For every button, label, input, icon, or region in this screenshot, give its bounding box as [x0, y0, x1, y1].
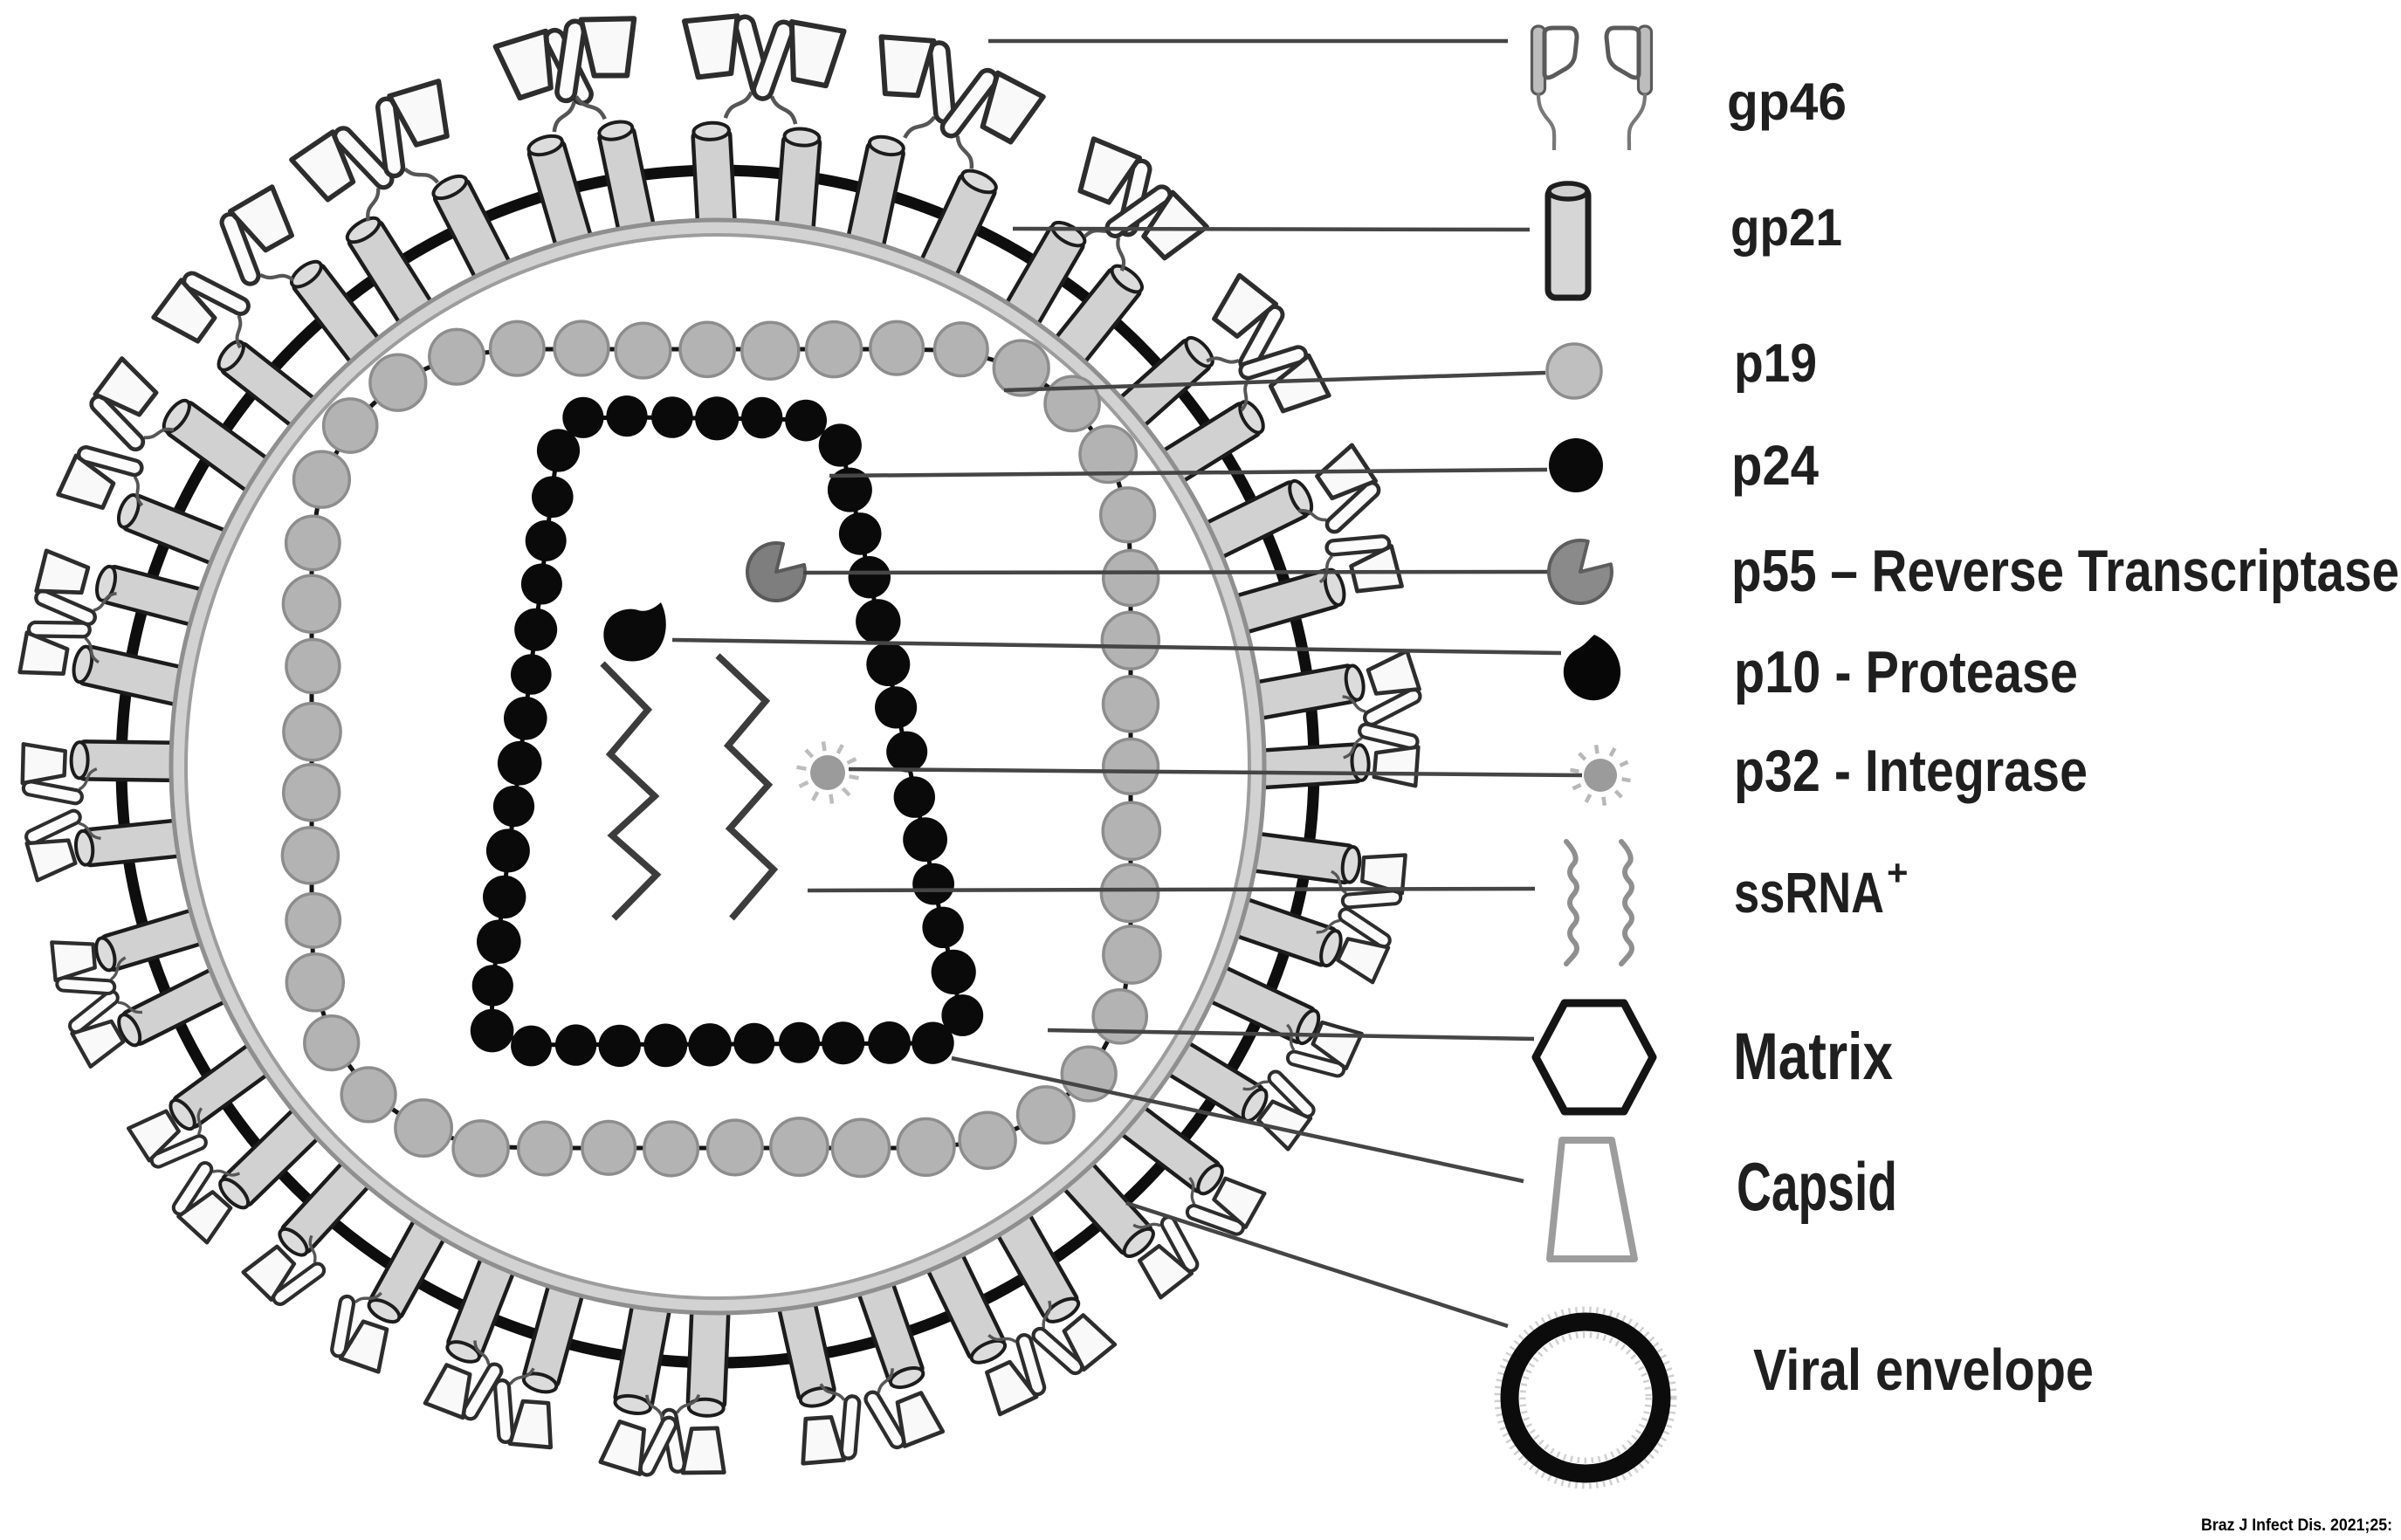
- svg-text:gp46: gp46: [1727, 72, 1847, 131]
- svg-text:p55 – Reverse Transcriptase: p55 – Reverse Transcriptase: [1731, 538, 2399, 604]
- svg-text:p10 - Protease: p10 - Protease: [1734, 639, 2078, 705]
- svg-text:p32 - Integrase: p32 - Integrase: [1734, 738, 2088, 804]
- svg-text:Matrix: Matrix: [1733, 1020, 1893, 1094]
- svg-text:Braz J Infect Dis. 2021;25:: Braz J Infect Dis. 2021;25:: [2201, 1516, 2392, 1535]
- svg-text:gp21: gp21: [1730, 198, 1842, 257]
- svg-text:+: +: [1887, 852, 1909, 893]
- svg-text:Viral envelope: Viral envelope: [1753, 1337, 2094, 1403]
- svg-text:Capsid: Capsid: [1737, 1148, 1897, 1225]
- svg-text:p19: p19: [1734, 333, 1817, 394]
- svg-text:p24: p24: [1731, 434, 1819, 497]
- svg-text:ssRNA: ssRNA: [1734, 860, 1884, 925]
